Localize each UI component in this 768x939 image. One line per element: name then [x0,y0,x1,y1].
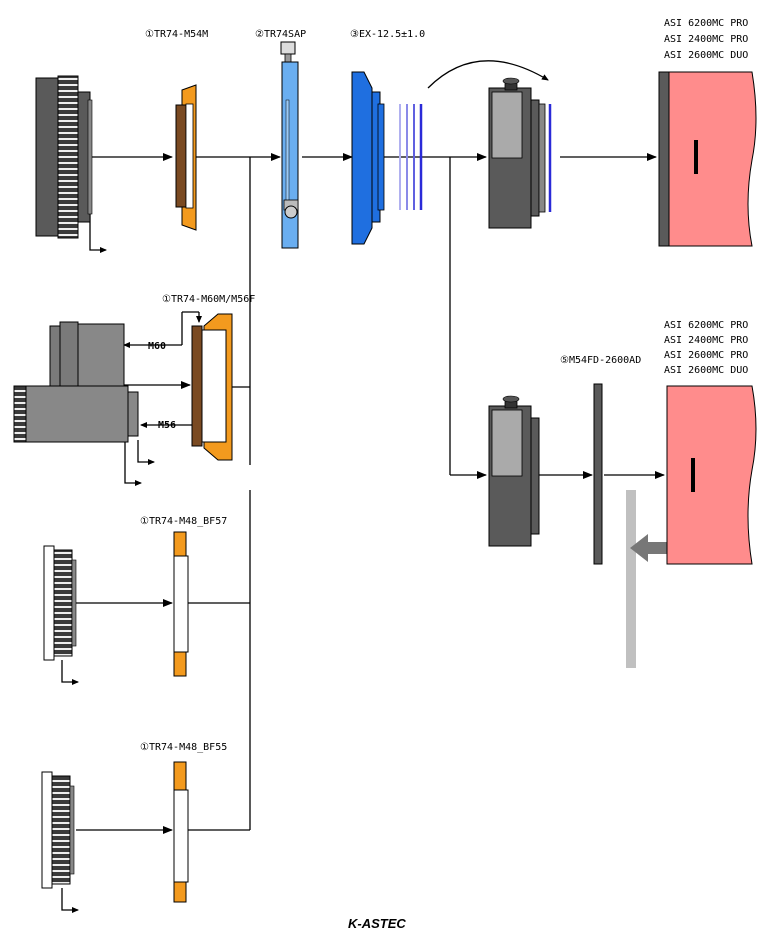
camera-bottom-line-4: ASI 2600MC DUO [664,365,748,376]
filter-spacer-lines [399,104,423,210]
label-m60: M60 [148,341,166,352]
tr74-m48-bf55-adapter [173,761,189,903]
filter-drawer-top [488,77,552,229]
tr74sap-slider [280,41,299,249]
filter-drawer-bottom [488,395,540,547]
telescope-m48-bf57 [43,545,77,661]
camera-bottom-line-2: ASI 2400MC PRO [664,335,748,346]
tr74-m54m-adapter [175,84,197,231]
tr74-m60m-m56f-adapter [191,313,233,461]
telescope-m48-bf55 [41,771,75,889]
label-m54fd: ⑤M54FD-2600AD [560,355,641,366]
tr74-m48-bf57-adapter [173,531,189,677]
camera-bottom-line-1: ASI 6200MC PRO [664,320,748,331]
m54fd-plate [593,383,603,565]
m54fd-insert-plate [626,490,680,668]
label-ex-spacer: ③EX-12.5±1.0 [350,29,425,40]
camera-body-bottom [666,385,757,565]
connection-lines [61,60,665,913]
label-tr74-m48-bf55: ①TR74-M48_BF55 [140,742,227,753]
label-tr74-m48-bf57: ①TR74-M48_BF57 [140,516,227,527]
telescope-focuser-top [35,75,93,239]
ex-spacer [351,71,385,245]
label-tr74-m54m: ①TR74-M54M [145,29,208,40]
label-m56: M56 [158,420,176,431]
camera-top-line-1: ASI 6200MC PRO [664,18,748,29]
camera-bottom-line-3: ASI 2600MC PRO [664,350,748,361]
label-tr74sap: ②TR74SAP [255,29,306,40]
brand-logo-text: K-ASTEC [348,916,406,931]
camera-body-top [658,71,757,247]
label-tr74-m60m-m56f: ①TR74-M60M/M56F [162,294,255,305]
telescope-m60-m56 [13,321,139,443]
camera-top-line-3: ASI 2600MC DUO [664,50,748,61]
camera-top-line-2: ASI 2400MC PRO [664,34,748,45]
